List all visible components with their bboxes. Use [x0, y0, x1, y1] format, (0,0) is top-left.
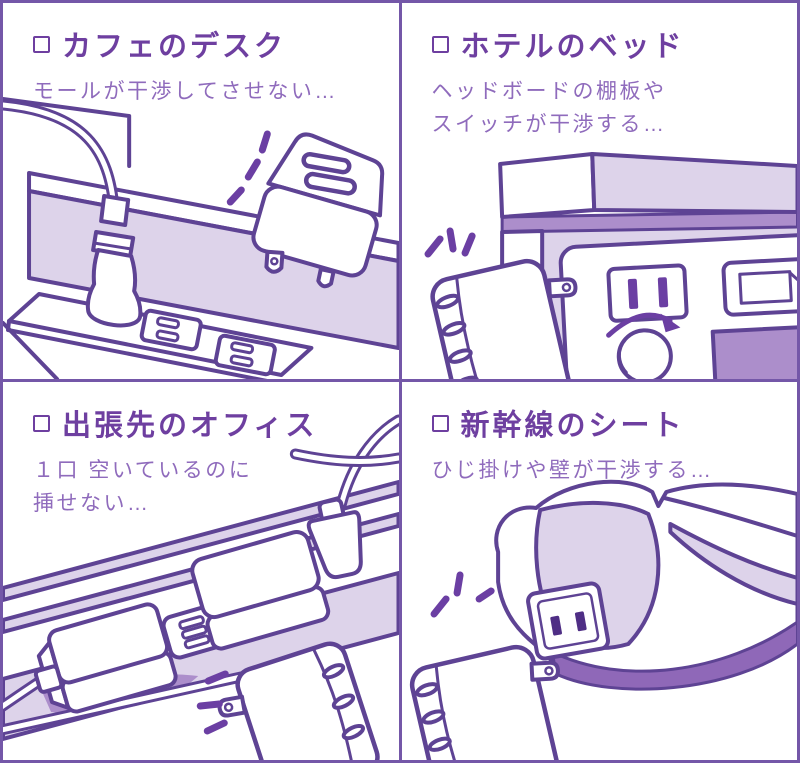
dial-arrow-icon [605, 312, 680, 338]
plug [85, 194, 143, 328]
outlet-2 [213, 333, 277, 377]
outlet-1 [139, 308, 203, 352]
usb-ports [414, 682, 452, 752]
emphasis-marks [424, 227, 476, 258]
panel-cafe-desk: カフェのデスク モールが干渉してさせない… [3, 3, 399, 379]
caption-line: 挿せない… [33, 492, 151, 516]
panel-title: ホテルのベッド [460, 31, 685, 63]
empty-checkbox-icon [33, 35, 50, 53]
armrest-underside-shadow [550, 620, 797, 691]
panel-title: 新幹線のシート [460, 410, 685, 442]
plug-blade [529, 660, 560, 682]
panel-shinkansen-seat: 新幹線のシート ひじ掛けや壁が干渉する… [401, 382, 797, 760]
plug-blade [546, 277, 577, 299]
panel-text: 新幹線のシート ひじ掛けや壁が干渉する… [431, 402, 714, 487]
panel-caption: ヘッドボードの棚板や スイッチが干渉する… [432, 75, 685, 141]
bulky-ac-adapter-left [33, 602, 178, 714]
panel-title: 出張先のオフィス [62, 410, 318, 442]
plug-blade [316, 267, 336, 289]
caption-line: ヘッドボードの棚板や [431, 80, 667, 103]
adapter-cable-port [33, 664, 64, 694]
usb-ports [321, 663, 366, 741]
rocker-switch [721, 256, 797, 317]
panel-text: ホテルのベッド ヘッドボードの棚板や スイッチが干渉する… [431, 23, 685, 141]
office-illustration [3, 414, 399, 760]
cafe-desk-illustration [3, 97, 399, 379]
caption-line: ひじ掛けや壁が干渉する… [431, 459, 714, 482]
panel-title: カフェのデスク [62, 31, 287, 63]
panel-caption: ひじ掛けや壁が干渉する… [432, 454, 714, 487]
blocked-usb-charger [217, 641, 380, 760]
seat-side-shading [667, 522, 797, 606]
panel-caption: １口 空いているのに 挿せない… [33, 454, 317, 520]
blocked-multiport-charger [409, 644, 560, 760]
wall-outlet [605, 263, 689, 323]
panel-hotel-bed: ホテルのベッド ヘッドボードの棚板や スイッチが干渉する… [401, 3, 797, 379]
armrest-outlet [525, 581, 610, 661]
multiport-usb-charger [429, 258, 577, 379]
caption-line: スイッチが干渉する… [431, 113, 667, 137]
dial [616, 328, 673, 379]
bulky-ac-adapter-right [190, 530, 331, 651]
panel-office: 出張先のオフィス １口 空いているのに 挿せない… [3, 382, 399, 760]
usb-c-cube-charger [251, 132, 385, 289]
control-panel [558, 231, 797, 379]
power-cable [3, 99, 120, 215]
plug-blade [217, 694, 247, 718]
emphasis-marks [430, 571, 495, 618]
empty-checkbox-icon [33, 414, 50, 432]
panel-text: 出張先のオフィス １口 空いているのに 挿せない… [33, 402, 317, 520]
empty-checkbox-icon [431, 414, 449, 432]
panel-caption: モールが干渉してさせない… [33, 75, 338, 108]
usb-ports [434, 293, 479, 379]
emphasis-marks [226, 130, 271, 206]
empty-checkbox-icon [431, 35, 449, 53]
shinkansen-illustration [409, 479, 797, 760]
panel-recess [710, 321, 797, 379]
usb-c-ports [301, 151, 357, 196]
plug-blade [264, 249, 285, 274]
hotel-bed-illustration [424, 152, 797, 379]
corner-plug [289, 414, 399, 580]
panel-text: カフェのデスク モールが干渉してさせない… [33, 23, 338, 108]
caption-line: モールが干渉してさせない… [33, 80, 338, 103]
emphasis-marks [196, 670, 229, 735]
desk-outlet-plate [6, 292, 314, 379]
caption-line: １口 空いているのに [33, 459, 253, 482]
